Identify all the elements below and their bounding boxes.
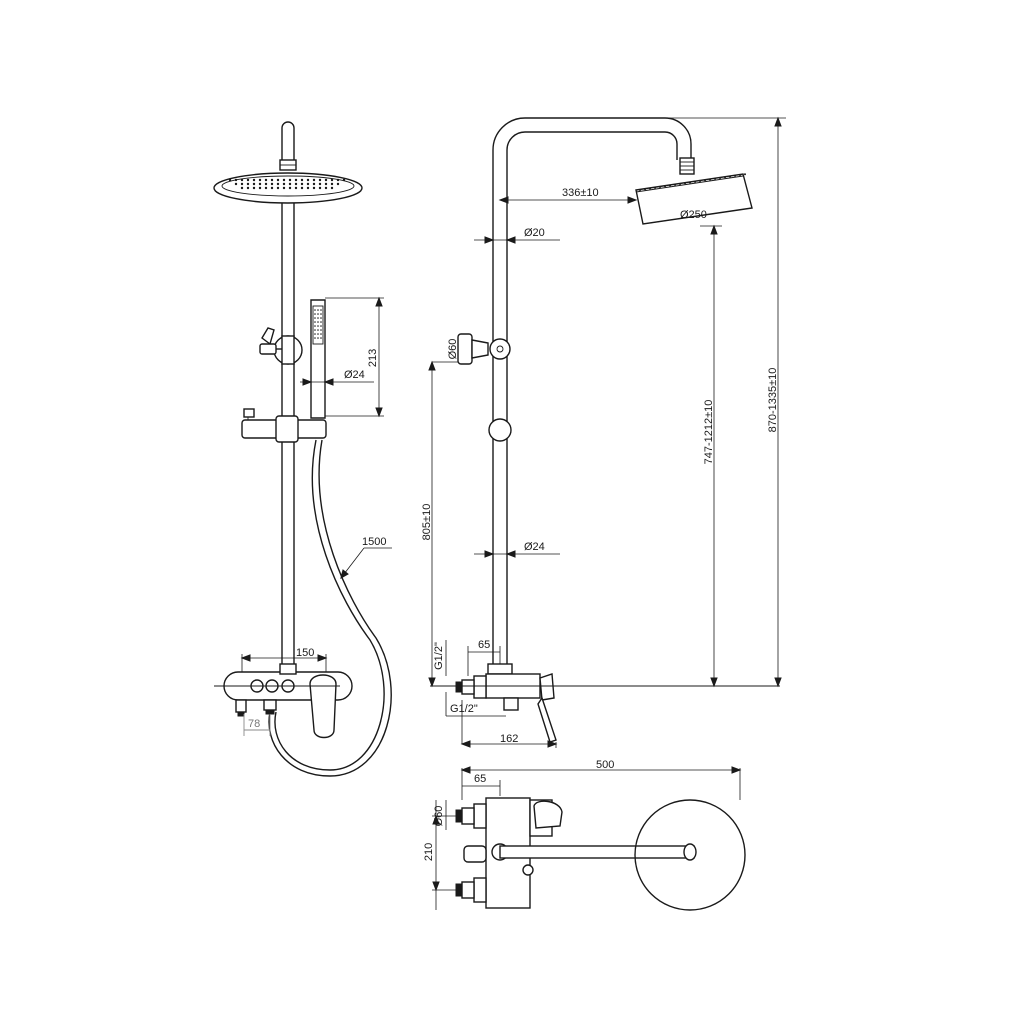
dim-thread-bottom: G1/2" (450, 703, 478, 715)
top-arm (499, 845, 695, 859)
dim-head-diameter: Ø250 (680, 209, 707, 221)
dim-height-inner: 747-1212±10 (703, 400, 715, 465)
hose-outer (274, 439, 385, 771)
hose-inner (268, 439, 392, 777)
front-mixer-body (223, 663, 353, 739)
front-slider-holder (241, 408, 327, 443)
dim-spout-offset: 78 (248, 718, 260, 730)
front-diverter (259, 327, 303, 365)
dim-thread-top: G1/2" (433, 642, 445, 670)
side-diverter (457, 333, 511, 365)
side-mixer (455, 663, 557, 743)
dim-hose-length: 1500 (362, 536, 386, 548)
front-hand-shower (310, 299, 326, 419)
riser-top (281, 121, 295, 165)
dim-diverter-height: 805±10 (421, 504, 433, 541)
dim-arm-reach: 336±10 (562, 187, 599, 199)
dim-inlet-spacing: 210 (423, 843, 435, 861)
top-mixer (455, 797, 563, 909)
side-slider (488, 418, 512, 442)
dim-inlet-offset: 65 (478, 639, 490, 651)
front-view: 213 Ø24 1500 150 (213, 121, 392, 777)
top-shower-head (634, 799, 746, 911)
dim-hand-shower-diameter: Ø24 (344, 369, 365, 381)
side-view: 336±10 Ø250 Ø20 Ø60 805±10 Ø24 (421, 116, 786, 748)
dim-mixer-depth: 162 (500, 733, 518, 745)
dim-mixer-width: 150 (296, 647, 314, 659)
dim-hand-shower-length: 213 (367, 349, 379, 367)
dim-lower-pipe: Ø24 (524, 541, 545, 553)
front-shower-head (213, 172, 363, 204)
top-view: 500 65 Ø60 (423, 759, 746, 911)
dim-diverter-diameter: Ø60 (447, 339, 459, 360)
dim-top-inlet-offset: 65 (474, 773, 486, 785)
dim-total-projection: 500 (596, 759, 614, 771)
dim-upper-pipe: Ø20 (524, 227, 545, 239)
arm-inner (506, 131, 678, 664)
dim-height-total: 870-1335±10 (767, 368, 779, 433)
side-head-connector (679, 157, 695, 175)
